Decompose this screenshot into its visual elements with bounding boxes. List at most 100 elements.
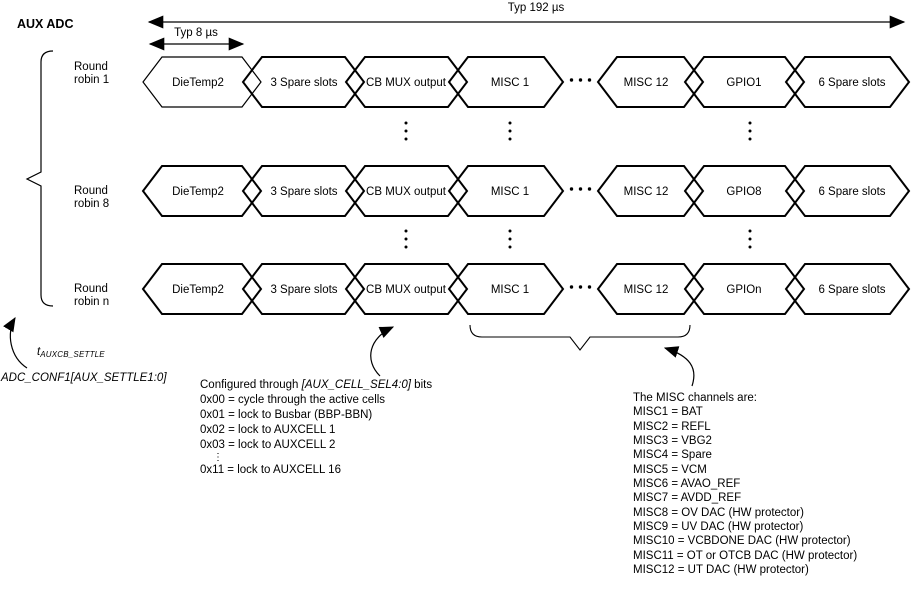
slot-label: MISC 12 bbox=[624, 186, 669, 198]
hexagon-slot bbox=[344, 56, 469, 108]
misc-channel: MISC10 = VCBDONE DAC (HW protector) bbox=[633, 535, 851, 548]
settle-register: ADC_CONF1[AUX_SETTLE1:0] bbox=[1, 372, 167, 384]
hexagon-slot bbox=[241, 263, 366, 315]
slot-label: GPIO1 bbox=[726, 77, 761, 89]
slot-period-label: Typ 8 µs bbox=[174, 27, 218, 39]
round-robin-row-n-labels: DieTemp2 3 Spare slots CB MUX output MIS… bbox=[172, 284, 886, 296]
slot-label: DieTemp2 bbox=[172, 186, 224, 198]
row-label-line: robin 8 bbox=[74, 197, 110, 210]
hexagon-slot bbox=[344, 165, 469, 217]
cell-sel-intro: Configured through [AUX_CELL_SEL4:0] bit… bbox=[200, 378, 432, 393]
slot-label: 6 Spare slots bbox=[818, 77, 885, 89]
settle-subscript: AUXCB_SETTLE bbox=[40, 350, 105, 359]
ellipsis-horizontal bbox=[569, 78, 592, 82]
cell-sel-arrow bbox=[370, 326, 395, 377]
round-robin-row-1-labels: DieTemp2 3 Spare slots CB MUX output MIS… bbox=[172, 77, 886, 89]
total-period-label: Typ 192 µs bbox=[507, 2, 565, 14]
ellipsis-horizontal bbox=[569, 187, 592, 191]
ellipsis-vertical bbox=[404, 121, 752, 141]
misc-channel: MISC2 = REFL bbox=[633, 420, 711, 433]
cell-sel-option: 0x02 = lock to AUXCELL 1 bbox=[200, 424, 336, 436]
row-label-line: Round bbox=[74, 185, 108, 197]
hexagon-slot bbox=[596, 263, 705, 315]
slot-label: 3 Spare slots bbox=[270, 186, 337, 198]
cell-sel-register: [AUX_CELL_SEL4:0] bbox=[301, 379, 411, 391]
hexagon-slot bbox=[784, 263, 911, 315]
misc-underbrace bbox=[469, 324, 691, 351]
round-robin-row-n bbox=[141, 263, 911, 315]
settle-symbol: t bbox=[37, 346, 41, 358]
slot-label: GPIOn bbox=[726, 284, 761, 296]
rounds-brace bbox=[25, 50, 54, 307]
hexagon-slot bbox=[344, 263, 469, 315]
slot-label: 6 Spare slots bbox=[818, 284, 885, 296]
row-label-round-robin-8: Round robin 8 bbox=[74, 185, 109, 210]
cell-sel-option: 0x00 = cycle through the active cells bbox=[200, 394, 386, 406]
misc-heading: The MISC channels are: bbox=[633, 392, 758, 404]
ellipsis-horizontal bbox=[569, 285, 592, 289]
row-label-round-robin-n: Round robin n bbox=[74, 283, 109, 308]
cell-sel-intro-prefix: Configured through bbox=[200, 379, 302, 391]
hexagon-slot bbox=[241, 56, 366, 108]
settle-time-symbol: tAUXCB_SETTLE bbox=[37, 346, 105, 359]
misc-channel: MISC7 = AVDD_REF bbox=[633, 492, 742, 505]
round-robin-row-1 bbox=[142, 56, 911, 108]
cell-sel-option: 0x03 = lock to AUXCELL 2 bbox=[200, 439, 336, 451]
settle-time-arrow bbox=[3, 316, 28, 369]
hexagon-slot bbox=[447, 56, 565, 108]
hexagon-slot bbox=[683, 165, 806, 217]
slot-label: DieTemp2 bbox=[172, 284, 224, 296]
cell-sel-intro-suffix: bits bbox=[410, 379, 433, 391]
misc-channel: MISC9 = UV DAC (HW protector) bbox=[633, 521, 804, 534]
slot-label: MISC 12 bbox=[624, 77, 669, 89]
cell-sel-option: 0x01 = lock to Busbar (BBP-BBN) bbox=[200, 409, 373, 421]
hexagon-slot bbox=[447, 165, 565, 217]
misc-channel: MISC3 = VBG2 bbox=[633, 435, 712, 448]
slot-label: MISC 12 bbox=[624, 284, 669, 296]
slot-label: 3 Spare slots bbox=[270, 77, 337, 89]
slot-label: CB MUX output bbox=[366, 77, 447, 89]
hexagon-slot bbox=[596, 165, 705, 217]
slot-label: DieTemp2 bbox=[172, 77, 224, 89]
hexagon-slot bbox=[447, 263, 565, 315]
hexagon-slot bbox=[784, 56, 911, 108]
misc-channel: MISC5 = VCM bbox=[633, 463, 707, 476]
hexagon-slot bbox=[683, 56, 806, 108]
diagram-title: AUX ADC bbox=[17, 17, 74, 31]
hexagon-slot bbox=[596, 56, 705, 108]
row-label-line: robin n bbox=[74, 295, 110, 308]
slot-label: 6 Spare slots bbox=[818, 186, 885, 198]
hexagon-slot bbox=[141, 165, 263, 217]
misc-channel: MISC8 = OV DAC (HW protector) bbox=[633, 506, 804, 519]
misc-channel: MISC4 = Spare bbox=[633, 449, 712, 462]
hexagon-slot bbox=[683, 263, 806, 315]
round-robin-row-8 bbox=[141, 165, 911, 217]
row-label-line: Round bbox=[74, 283, 108, 295]
row-label-line: Round bbox=[74, 61, 108, 73]
slot-label: MISC 1 bbox=[491, 77, 529, 89]
hexagon-slot bbox=[141, 263, 263, 315]
cell-sel-option: 0x11 = lock to AUXCELL 16 bbox=[200, 464, 341, 476]
slot-label: CB MUX output bbox=[366, 186, 447, 198]
misc-channels-annotation: The MISC channels are: MISC1 = BAT MISC2… bbox=[633, 391, 857, 577]
row-label-round-robin-1: Round robin 1 bbox=[74, 61, 109, 86]
cell-sel-ellipsis: ⋮ bbox=[213, 452, 223, 463]
hexagon-slot bbox=[142, 56, 262, 108]
misc-arrow bbox=[663, 346, 695, 387]
round-robin-row-8-labels: DieTemp2 3 Spare slots CB MUX output MIS… bbox=[172, 186, 886, 198]
slot-label: GPIO8 bbox=[726, 186, 761, 198]
misc-channel: MISC1 = BAT bbox=[633, 406, 703, 419]
slot-label: MISC 1 bbox=[491, 284, 529, 296]
hexagon-slot bbox=[241, 165, 366, 217]
cell-sel-annotation: Configured through [AUX_CELL_SEL4:0] bit… bbox=[200, 378, 432, 478]
row-label-line: robin 1 bbox=[74, 73, 110, 86]
misc-channel: MISC12 = UT DAC (HW protector) bbox=[633, 564, 809, 577]
misc-channel: MISC6 = AVAO_REF bbox=[633, 478, 741, 491]
hexagon-slot bbox=[784, 165, 911, 217]
misc-channel: MISC11 = OT or OTCB DAC (HW protector) bbox=[633, 549, 858, 562]
slot-label: 3 Spare slots bbox=[270, 284, 337, 296]
slot-label: CB MUX output bbox=[366, 284, 447, 296]
slot-label: MISC 1 bbox=[491, 186, 529, 198]
